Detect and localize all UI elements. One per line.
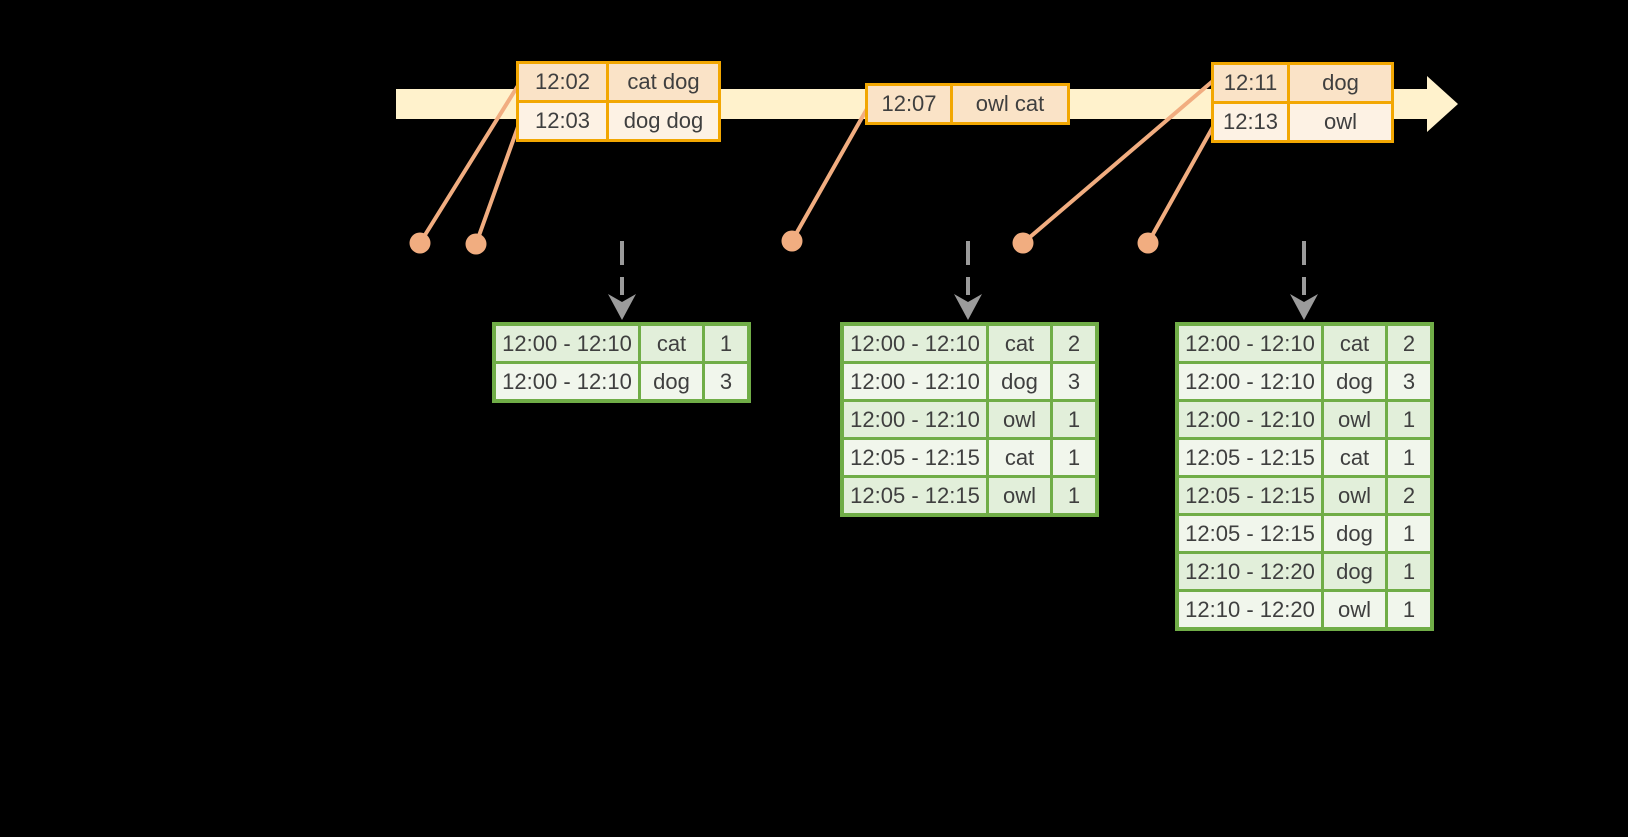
window-cell: 12:05 - 12:15 (1179, 516, 1321, 551)
windowed-counts-table: 12:00 - 12:10 cat 1 12:00 - 12:10 dog 3 (492, 322, 751, 403)
event-time-cell: 12:13 (1214, 104, 1287, 140)
event-time-cell: 12:07 (868, 86, 950, 122)
trigger-arrowhead-icon (954, 294, 982, 320)
count-cell: 1 (1388, 440, 1430, 475)
event-connector-line (418, 82, 521, 245)
windowed-counts-table: 12:00 - 12:10 cat 2 12:00 - 12:10 dog 3 … (1175, 322, 1434, 631)
count-cell: 1 (1388, 516, 1430, 551)
event-words-cell: owl cat (953, 86, 1067, 122)
word-cell: dog (1324, 516, 1385, 551)
event-connector-line (1021, 78, 1216, 245)
count-cell: 1 (1388, 554, 1430, 589)
count-cell: 2 (1388, 326, 1430, 361)
window-cell: 12:10 - 12:20 (1179, 554, 1321, 589)
word-cell: owl (989, 478, 1050, 513)
word-cell: cat (1324, 326, 1385, 361)
trigger-arrowhead-icon (608, 294, 636, 320)
window-cell: 12:00 - 12:10 (844, 326, 986, 361)
word-cell: cat (989, 440, 1050, 475)
window-cell: 12:10 - 12:20 (1179, 592, 1321, 627)
event-time-cell: 12:11 (1214, 65, 1287, 101)
window-cell: 12:00 - 12:10 (844, 402, 986, 437)
count-cell: 1 (705, 326, 747, 361)
count-cell: 2 (1388, 478, 1430, 513)
event-marker-dot (1012, 232, 1034, 254)
event-marker-dot (781, 230, 803, 252)
window-cell: 12:00 - 12:10 (1179, 402, 1321, 437)
count-cell: 1 (1053, 440, 1095, 475)
event-time-cell: 12:02 (519, 64, 606, 100)
count-cell: 3 (1388, 364, 1430, 399)
timeline-arrowhead-icon (1427, 76, 1458, 132)
word-cell: dog (1324, 554, 1385, 589)
window-cell: 12:00 - 12:10 (496, 364, 638, 399)
event-words-cell: cat dog (609, 64, 718, 100)
event-connector-line (790, 105, 870, 243)
event-words-cell: dog (1290, 65, 1391, 101)
window-cell: 12:05 - 12:15 (1179, 440, 1321, 475)
window-cell: 12:00 - 12:10 (496, 326, 638, 361)
count-cell: 1 (1053, 402, 1095, 437)
event-marker-dot (465, 233, 487, 255)
event-marker-dot (1137, 232, 1159, 254)
window-cell: 12:00 - 12:10 (844, 364, 986, 399)
word-cell: owl (1324, 478, 1385, 513)
count-cell: 3 (705, 364, 747, 399)
word-cell: cat (989, 326, 1050, 361)
event-words-cell: owl (1290, 104, 1391, 140)
window-cell: 12:00 - 12:10 (1179, 326, 1321, 361)
count-cell: 3 (1053, 364, 1095, 399)
window-cell: 12:00 - 12:10 (1179, 364, 1321, 399)
windowed-counts-table: 12:00 - 12:10 cat 2 12:00 - 12:10 dog 3 … (840, 322, 1099, 517)
word-cell: cat (641, 326, 702, 361)
count-cell: 1 (1388, 402, 1430, 437)
event-marker-dot (409, 232, 431, 254)
word-cell: owl (1324, 402, 1385, 437)
event-words-cell: dog dog (609, 103, 718, 139)
word-cell: owl (1324, 592, 1385, 627)
trigger-arrowhead-icon (1290, 294, 1318, 320)
word-cell: dog (1324, 364, 1385, 399)
event-batch-box: 12:02 cat dog 12:03 dog dog (516, 61, 721, 142)
count-cell: 1 (1053, 478, 1095, 513)
event-batch-box: 12:07 owl cat (865, 83, 1070, 125)
event-connector-line (474, 122, 521, 246)
word-cell: owl (989, 402, 1050, 437)
count-cell: 2 (1053, 326, 1095, 361)
window-cell: 12:05 - 12:15 (844, 440, 986, 475)
event-time-cell: 12:03 (519, 103, 606, 139)
event-connector-line (1146, 123, 1216, 245)
window-cell: 12:05 - 12:15 (1179, 478, 1321, 513)
word-cell: dog (641, 364, 702, 399)
event-batch-box: 12:11 dog 12:13 owl (1211, 62, 1394, 143)
window-cell: 12:05 - 12:15 (844, 478, 986, 513)
count-cell: 1 (1388, 592, 1430, 627)
word-cell: dog (989, 364, 1050, 399)
word-cell: cat (1324, 440, 1385, 475)
